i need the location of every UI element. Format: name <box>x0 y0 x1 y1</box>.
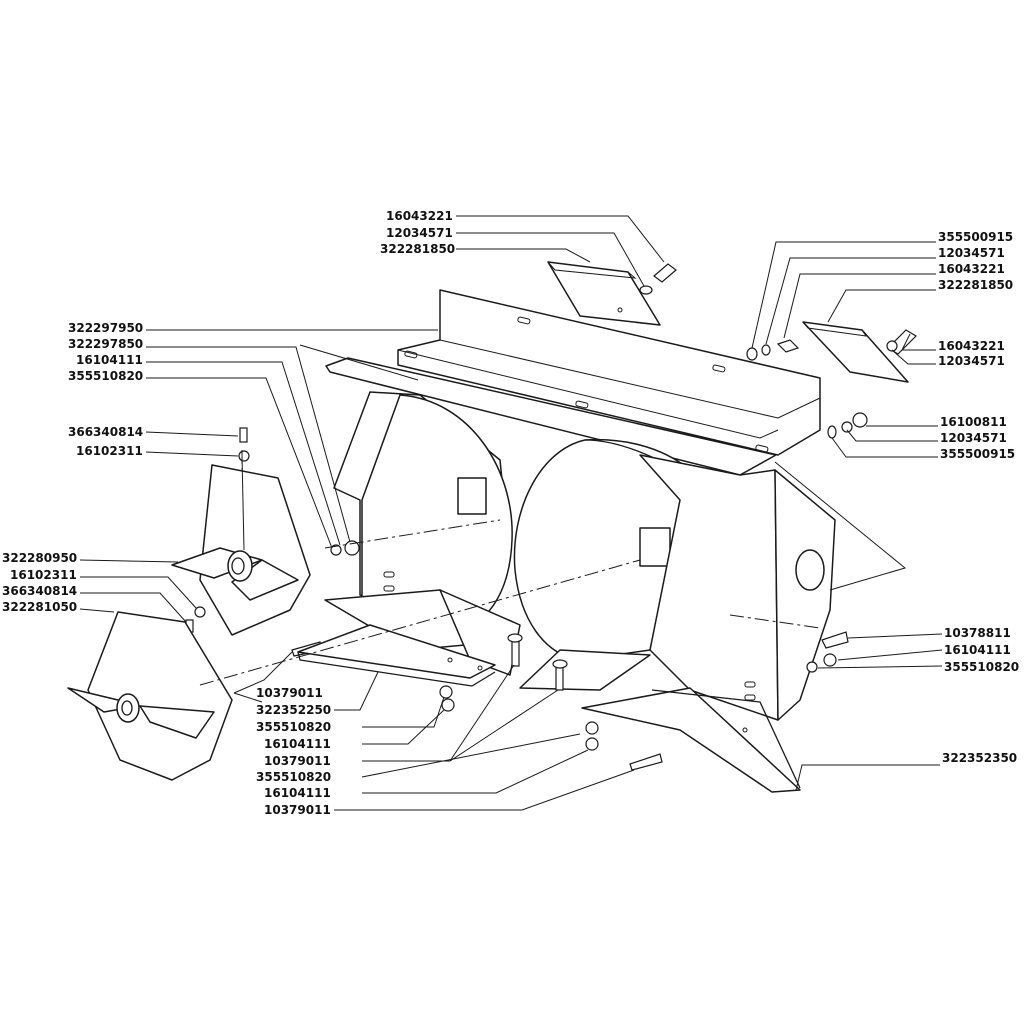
part-label: 16100811 <box>940 415 1007 429</box>
part-label: 16104111 <box>264 786 331 800</box>
part-label: 322352350 <box>942 751 1017 765</box>
part-label: 16043221 <box>938 339 1005 353</box>
end-plate-hole <box>795 549 825 591</box>
lower-shaft-axis <box>199 559 641 686</box>
leader-lines <box>79 215 943 811</box>
top-cover-plate <box>325 357 777 476</box>
part-label: 322280950 <box>2 551 77 565</box>
spring-pin-icon <box>239 427 248 443</box>
part-label: 12034571 <box>938 354 1005 368</box>
part-label: 366340814 <box>2 584 77 598</box>
part-number-labels: 16043221 12034571 322281850 355500915 12… <box>2 209 1019 817</box>
right-drum-window <box>639 527 671 567</box>
housing-assembly <box>299 289 907 721</box>
part-label: 366340814 <box>68 425 143 439</box>
part-label: 322281850 <box>380 242 455 256</box>
hex-bolt-icon <box>653 263 677 283</box>
part-label: 355510820 <box>256 770 331 784</box>
lower-floor-plate <box>519 649 651 691</box>
right-drum <box>513 438 691 661</box>
upper-shaft-axis <box>324 519 501 549</box>
impeller-hub <box>227 550 253 582</box>
part-label: 16104111 <box>76 353 143 367</box>
lower-impeller-hub <box>116 693 140 723</box>
right-side-wall <box>639 454 779 721</box>
part-label: 322281050 <box>2 600 77 614</box>
part-label: 355500915 <box>940 447 1015 461</box>
part-label: 16043221 <box>386 209 453 223</box>
upper-impeller <box>171 454 311 636</box>
part-label: 322297950 <box>68 321 143 335</box>
right-lower-bracket <box>581 687 801 793</box>
part-label: 16102311 <box>10 568 77 582</box>
lock-washer-icon <box>639 285 653 295</box>
right-shaft-axis <box>729 614 821 629</box>
part-label: 12034571 <box>938 246 1005 260</box>
part-label: 355510820 <box>944 660 1019 674</box>
part-label: 322352250 <box>256 703 331 717</box>
part-label: 10379011 <box>264 754 331 768</box>
right-end-plate <box>774 469 836 721</box>
part-label: 322281850 <box>938 278 1013 292</box>
part-label: 12034571 <box>940 431 1007 445</box>
part-label: 10378811 <box>944 626 1011 640</box>
top-angle-rail <box>397 289 821 456</box>
part-label: 16102311 <box>76 444 143 458</box>
left-drum-window <box>457 477 487 515</box>
part-label: 10379011 <box>256 686 323 700</box>
left-lower-bracket <box>297 624 496 687</box>
right-bracket-plate <box>802 321 909 383</box>
part-label: 355510820 <box>256 720 331 734</box>
part-label: 355500915 <box>938 230 1013 244</box>
part-label: 16104111 <box>944 643 1011 657</box>
upper-bracket-plate <box>547 261 661 326</box>
part-label: 355510820 <box>68 369 143 383</box>
part-label: 322297850 <box>68 337 143 351</box>
part-label: 16043221 <box>938 262 1005 276</box>
lower-impeller <box>67 611 233 781</box>
part-label: 12034571 <box>386 226 453 240</box>
part-label: 10379011 <box>264 803 331 817</box>
part-label: 16104111 <box>264 737 331 751</box>
